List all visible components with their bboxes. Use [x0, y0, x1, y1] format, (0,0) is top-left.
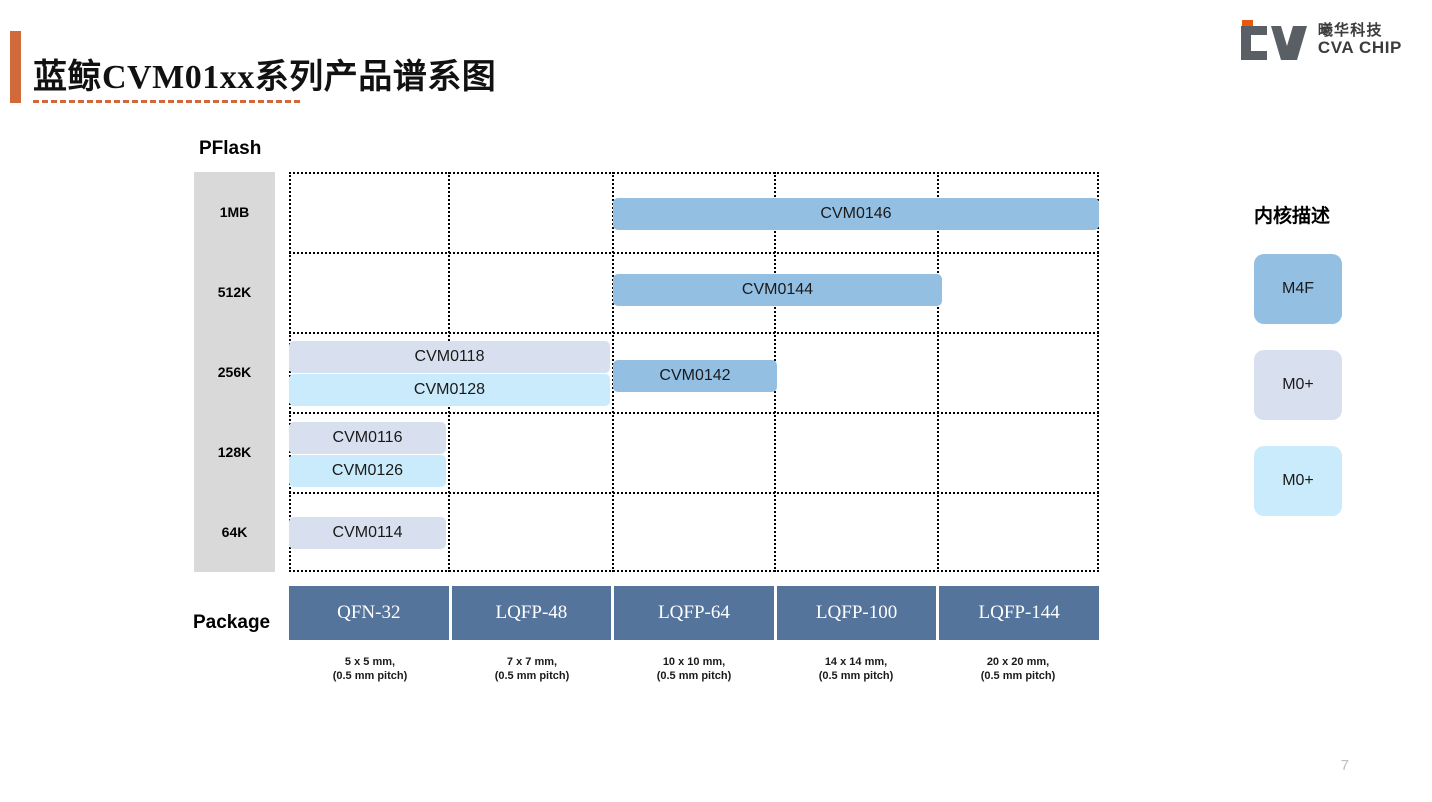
gridline-horizontal	[289, 412, 1099, 414]
logo-accent-square-icon	[1241, 20, 1253, 31]
package-cell-lqfp-100[interactable]: LQFP-100	[776, 586, 937, 640]
product-bar-cvm0144[interactable]: CVM0144	[613, 274, 942, 306]
dimension-size: 10 x 10 mm,	[662, 656, 726, 668]
dimension-size: 20 x 20 mm,	[986, 656, 1050, 668]
product-bar-cvm0114[interactable]: CVM0114	[289, 517, 446, 549]
dimension-size: 14 x 14 mm,	[824, 656, 888, 668]
product-bar-cvm0146[interactable]: CVM0146	[613, 198, 1099, 230]
product-bar-cvm0128[interactable]: CVM0128	[289, 374, 610, 406]
pflash-tick-128k: 128K	[217, 444, 252, 460]
title-accent-bar	[10, 31, 21, 103]
pflash-tick-1mb: 1MB	[219, 204, 250, 220]
product-bar-cvm0118[interactable]: CVM0118	[289, 341, 610, 373]
page-title: 蓝鲸CVM01xx系列产品谱系图	[33, 59, 497, 96]
gridline-vertical	[937, 172, 939, 572]
gridline-horizontal	[289, 172, 1099, 174]
package-dimension-lqfp-64: 10 x 10 mm, (0.5 mm pitch)	[613, 656, 775, 684]
dimension-pitch: (0.5 mm pitch)	[494, 669, 570, 682]
dimension-size: 7 x 7 mm,	[506, 656, 558, 668]
title-underline	[33, 100, 300, 103]
product-matrix-grid: CVM0146 CVM0144 CVM0118 CVM0128 CVM0142 …	[289, 172, 1099, 572]
legend-title: 内核描述	[1254, 206, 1331, 227]
legend-chip-m0plus-lavender: M0+	[1254, 350, 1342, 420]
package-dimensions-row: 5 x 5 mm, (0.5 mm pitch) 7 x 7 mm, (0.5 …	[289, 656, 1099, 684]
pflash-tick-512k: 512K	[217, 284, 252, 300]
gridline-horizontal	[289, 252, 1099, 254]
logo-cn-name: 曦华科技	[1317, 22, 1383, 40]
dimension-pitch: (0.5 mm pitch)	[980, 669, 1056, 682]
product-bar-cvm0126[interactable]: CVM0126	[289, 455, 446, 487]
package-axis-title: Package	[193, 612, 271, 633]
gridline-horizontal	[289, 492, 1099, 494]
package-cell-qfn-32[interactable]: QFN-32	[289, 586, 449, 640]
company-logo: 曦华科技 CVA CHIP	[1237, 20, 1402, 60]
package-dimension-qfn-32: 5 x 5 mm, (0.5 mm pitch)	[289, 656, 451, 684]
pflash-tick-256k: 256K	[217, 364, 252, 380]
package-cell-lqfp-64[interactable]: LQFP-64	[614, 586, 774, 640]
dimension-pitch: (0.5 mm pitch)	[656, 669, 732, 682]
package-cell-lqfp-144[interactable]: LQFP-144	[939, 586, 1099, 640]
gridline-horizontal	[289, 570, 1099, 572]
legend-chip-m0plus-cyan: M0+	[1254, 446, 1342, 516]
legend-chip-m4f: M4F	[1254, 254, 1342, 324]
dimension-pitch: (0.5 mm pitch)	[332, 669, 408, 682]
package-cell-lqfp-48[interactable]: LQFP-48	[451, 586, 612, 640]
package-header-row: QFN-32 LQFP-48 LQFP-64 LQFP-100 LQFP-144	[289, 586, 1099, 640]
cva-logo-icon	[1237, 20, 1309, 60]
pflash-tick-64k: 64K	[221, 524, 248, 540]
product-bar-cvm0142[interactable]: CVM0142	[613, 360, 777, 392]
package-dimension-lqfp-144: 20 x 20 mm, (0.5 mm pitch)	[937, 656, 1099, 684]
package-dimension-lqfp-100: 14 x 14 mm, (0.5 mm pitch)	[775, 656, 937, 684]
dimension-size: 5 x 5 mm,	[344, 656, 396, 668]
gridline-vertical	[1097, 172, 1099, 572]
pflash-axis-title: PFlash	[199, 138, 262, 159]
page-number: 7	[1340, 757, 1349, 774]
gridline-horizontal	[289, 332, 1099, 334]
pflash-axis: 1MB 512K 256K 128K 64K	[194, 172, 275, 572]
package-dimension-lqfp-48: 7 x 7 mm, (0.5 mm pitch)	[451, 656, 613, 684]
product-bar-cvm0116[interactable]: CVM0116	[289, 422, 446, 454]
logo-en-name: CVA CHIP	[1317, 37, 1402, 57]
dimension-pitch: (0.5 mm pitch)	[818, 669, 894, 682]
